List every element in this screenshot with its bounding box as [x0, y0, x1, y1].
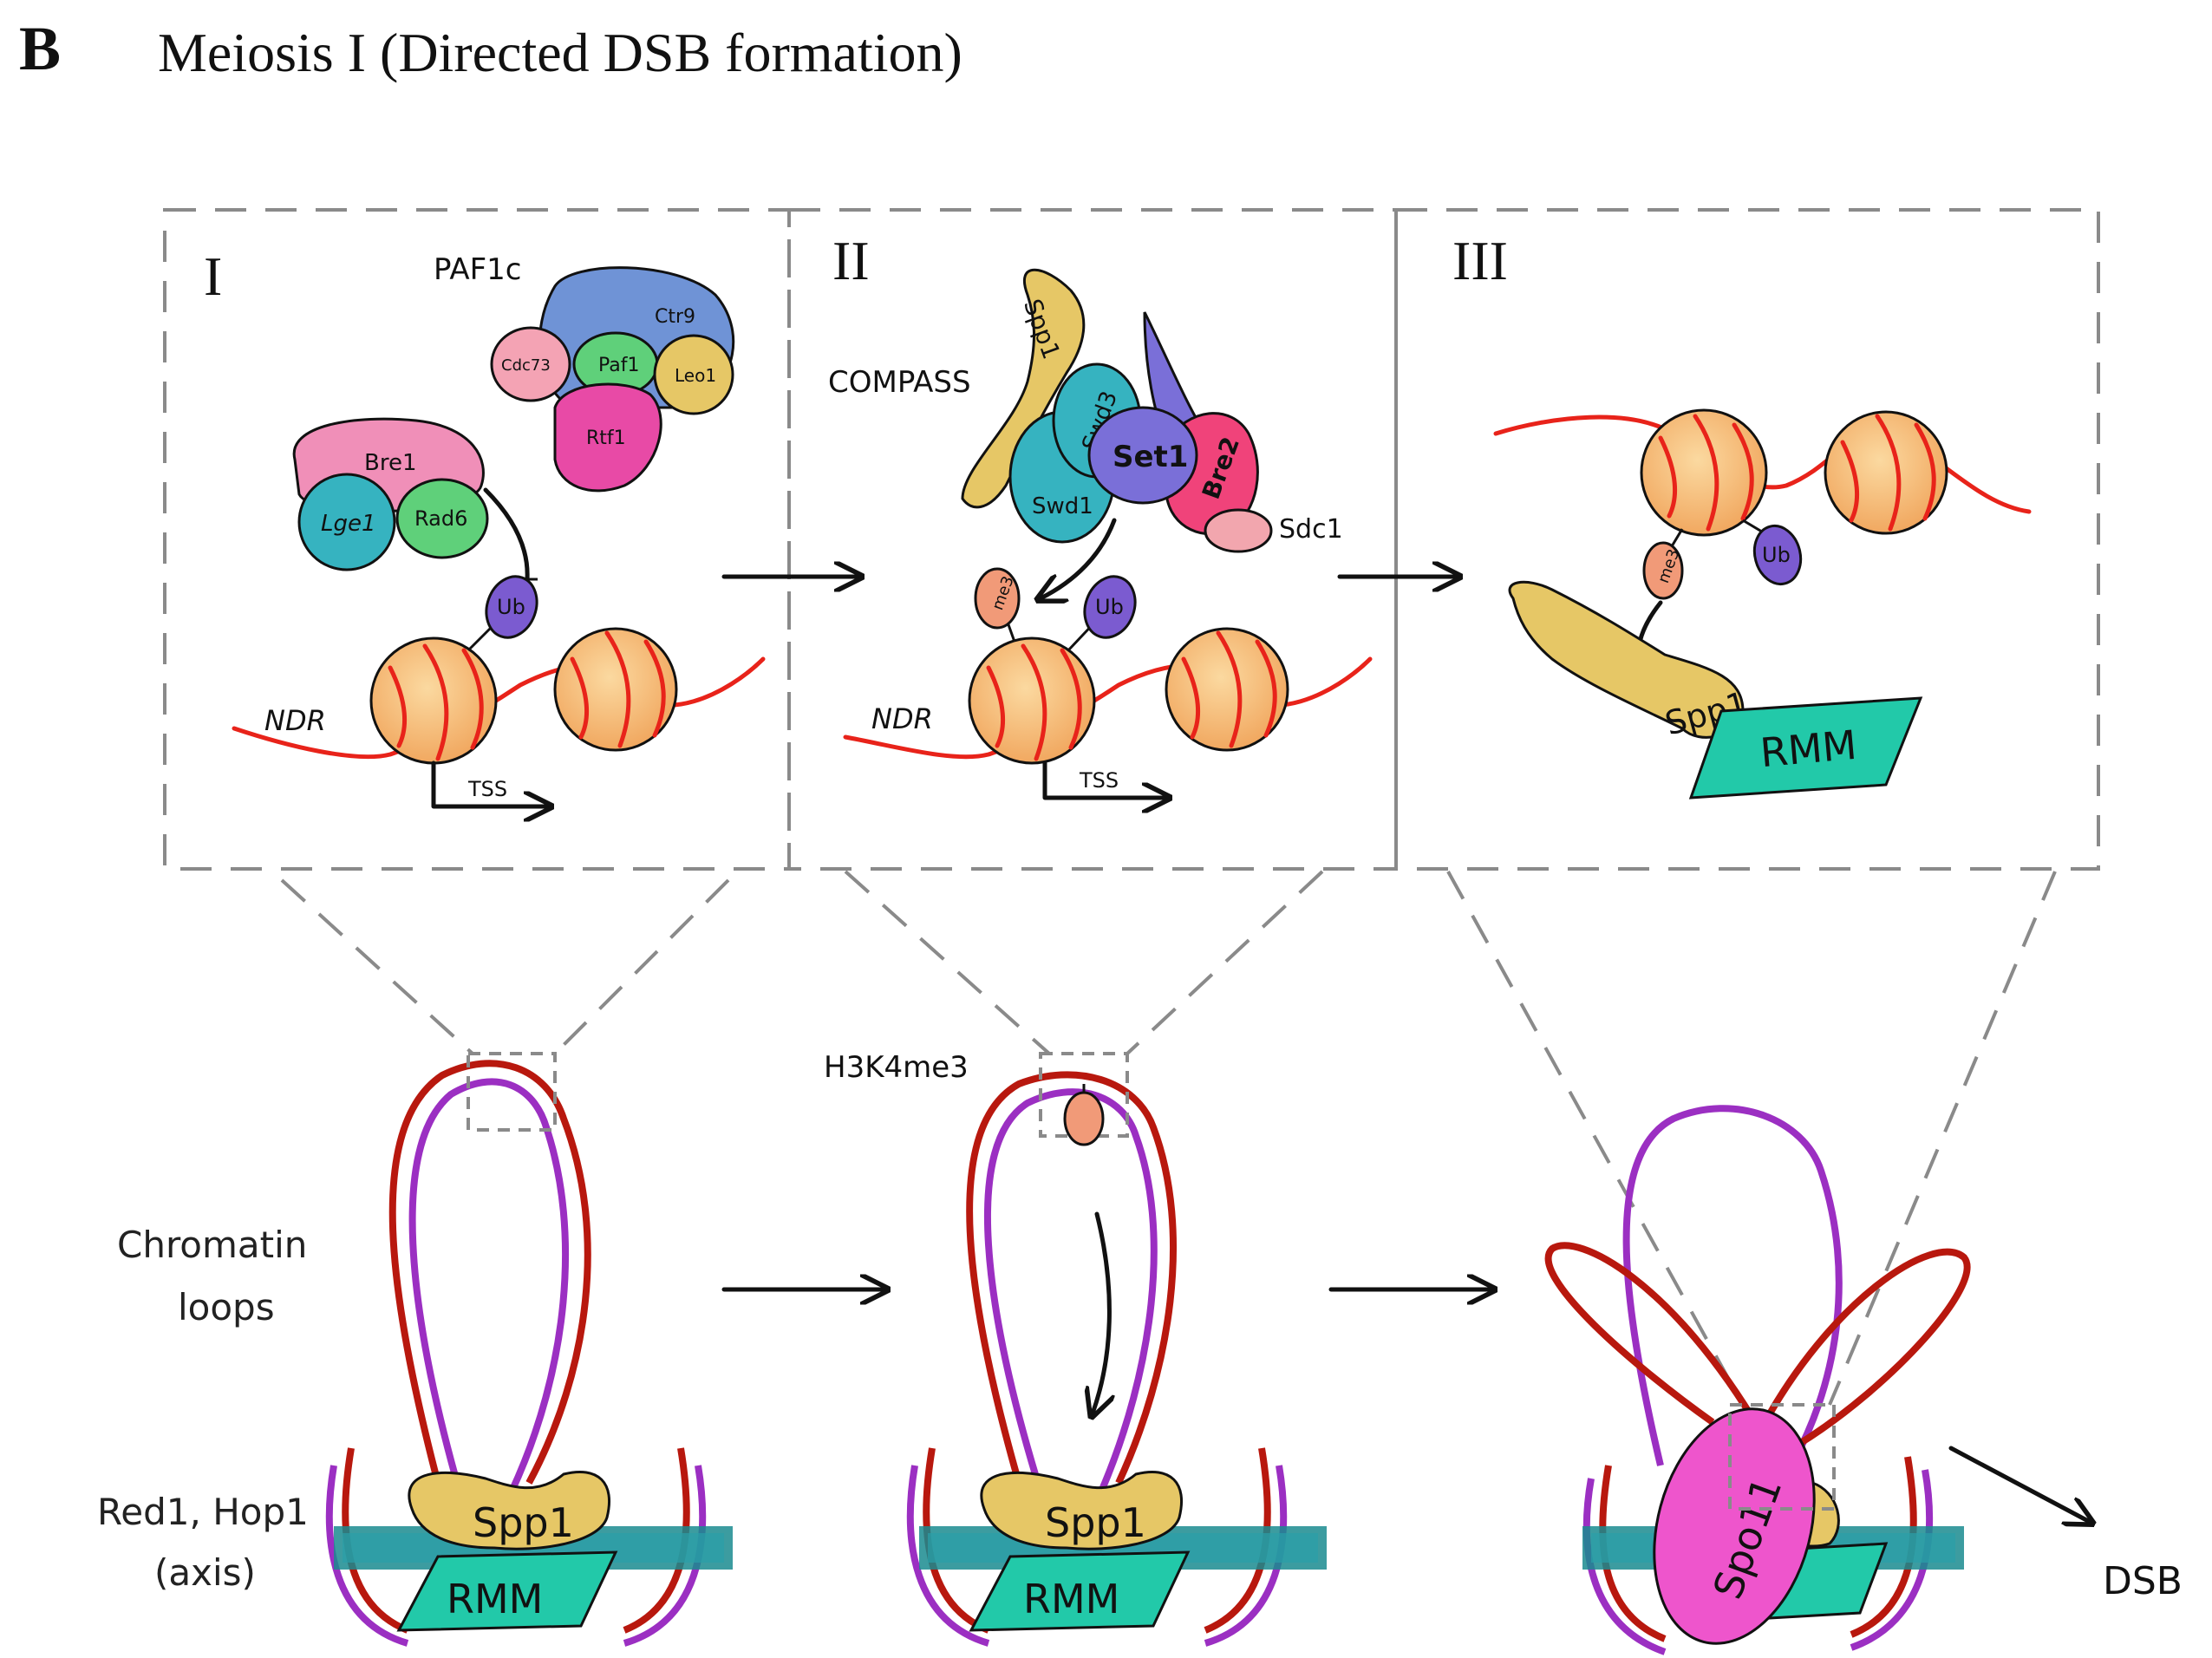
nucleosome-III-1 [1640, 408, 1768, 537]
leo1-shape [653, 334, 734, 415]
rtf1-shape [553, 382, 662, 493]
bre1-complex: Bre1 Lge1 Rad6 [292, 417, 489, 571]
nucleosome-II-1 [968, 636, 1096, 765]
panel-frame-III [1394, 208, 2100, 871]
rad6-shape [395, 478, 489, 559]
tss-arrow-II [1042, 760, 1166, 798]
ctr9-label: Ctr9 [655, 306, 695, 328]
loops-label-line2: loops [178, 1286, 275, 1328]
svg-text:Ub: Ub [1095, 595, 1124, 619]
h3k4me3-label: H3K4me3 [824, 1050, 969, 1085]
rmm-shape-III [1688, 696, 1923, 800]
svg-text:Ub: Ub [1762, 543, 1791, 567]
lge1-shape [297, 473, 396, 571]
rmm-bottom-1 [396, 1550, 618, 1632]
bre1-label: Bre1 [364, 450, 417, 476]
panel-III: III me3 Ub Spp1 RMM [1452, 230, 2032, 800]
set1-shape [1087, 406, 1198, 505]
zoom-box-3 [1728, 1403, 1836, 1511]
roman-I: I [204, 245, 222, 307]
ub-mark-III: Ub [1742, 519, 1803, 586]
ub-mark-I: Ub [467, 575, 538, 652]
axis-label-line2: (axis) [154, 1551, 256, 1594]
swd1-label: Swd1 [1032, 493, 1093, 519]
nucleosome-I-1 [369, 636, 498, 765]
ndr-label-I: NDR [264, 704, 326, 737]
cdc73-shape [490, 326, 571, 402]
chromatin-loop-3: Spo11 [1544, 1105, 1971, 1655]
spo11-shape [1653, 1407, 1816, 1645]
nucleosome-III-2 [1824, 410, 1948, 535]
roman-II: II [832, 230, 870, 291]
zoom-lines [280, 870, 2057, 1406]
set1-label: Set1 [1113, 440, 1188, 474]
ub-mark-II: Ub [1067, 575, 1137, 652]
me3-mark-II: me3 [974, 567, 1021, 643]
dsb-arrow [1948, 1446, 2090, 1522]
paf1c-complex: Ctr9 Cdc73 Paf1 Leo1 Rtf1 [490, 266, 735, 493]
dsb-label: DSB [2103, 1559, 2183, 1603]
svg-text:Ub: Ub [497, 595, 525, 619]
spp1-bottom-1-label: Spp1 [473, 1499, 574, 1546]
h3k4me3-mark [1063, 1084, 1105, 1146]
tss-label-I: TSS [467, 777, 507, 801]
spp1-shape-II [961, 268, 1086, 509]
paf1c-label: PAF1c [434, 252, 521, 287]
rmm-label-III: RMM [1759, 721, 1859, 776]
chromatin-loop-1: Spp1 RMM [325, 1052, 733, 1647]
rmm-bottom-2 [969, 1550, 1191, 1632]
lge1-label: Lge1 [321, 511, 376, 537]
cdc73-label: Cdc73 [501, 356, 551, 375]
panel-frame-I [163, 208, 791, 871]
ub-transfer-arrow-I [483, 487, 530, 582]
tss-arrow-I [431, 760, 548, 806]
spp1-bottom-2-label: Spp1 [1045, 1499, 1146, 1546]
paf1-label: Paf1 [598, 355, 640, 376]
panel-letter: B [19, 14, 61, 83]
panel-frames [163, 208, 2100, 871]
roman-III: III [1452, 230, 1508, 291]
loops-label-line1: Chromatin [117, 1224, 307, 1266]
rad6-label: Rad6 [414, 506, 467, 531]
panel-I: I PAF1c Ctr9 Cdc73 Paf1 Leo1 Rtf1 Bre1 L… [204, 245, 766, 806]
figure-title: Meiosis I (Directed DSB formation) [158, 22, 962, 83]
rtf1-label: Rtf1 [586, 428, 626, 449]
compass-complex: Spp1 Swd1 Swd3 Bre2 Set1 Sdc1 [961, 268, 1343, 553]
rmm-bottom-2-label: RMM [1023, 1576, 1119, 1622]
sdc1-label: Sdc1 [1279, 514, 1343, 545]
spp1-bottom-2 [980, 1470, 1184, 1550]
panel-II: II COMPASS Spp1 Swd1 Swd3 Bre2 Set1 Sdc1 [828, 230, 1373, 798]
leo1-label: Leo1 [675, 365, 716, 386]
zoom-box-1 [467, 1052, 557, 1132]
me3-mark-III: me3 [1642, 528, 1684, 600]
ndr-label-II: NDR [871, 702, 933, 735]
axis-label-line1: Red1, Hop1 [97, 1491, 309, 1533]
sdc1-shape [1204, 508, 1273, 553]
nucleosome-II-2 [1165, 627, 1289, 752]
down-arrow-2 [1093, 1211, 1109, 1413]
spp1-bottom-1 [408, 1470, 611, 1550]
methyl-arrow-II [1041, 518, 1117, 598]
chromatin-loop-2: H3K4me3 Spp1 RMM [824, 1050, 1327, 1647]
rmm-bottom-1-label: RMM [447, 1576, 543, 1622]
compass-label: COMPASS [828, 365, 971, 400]
nucleosome-I-2 [553, 627, 678, 752]
tss-label-II: TSS [1079, 768, 1119, 793]
